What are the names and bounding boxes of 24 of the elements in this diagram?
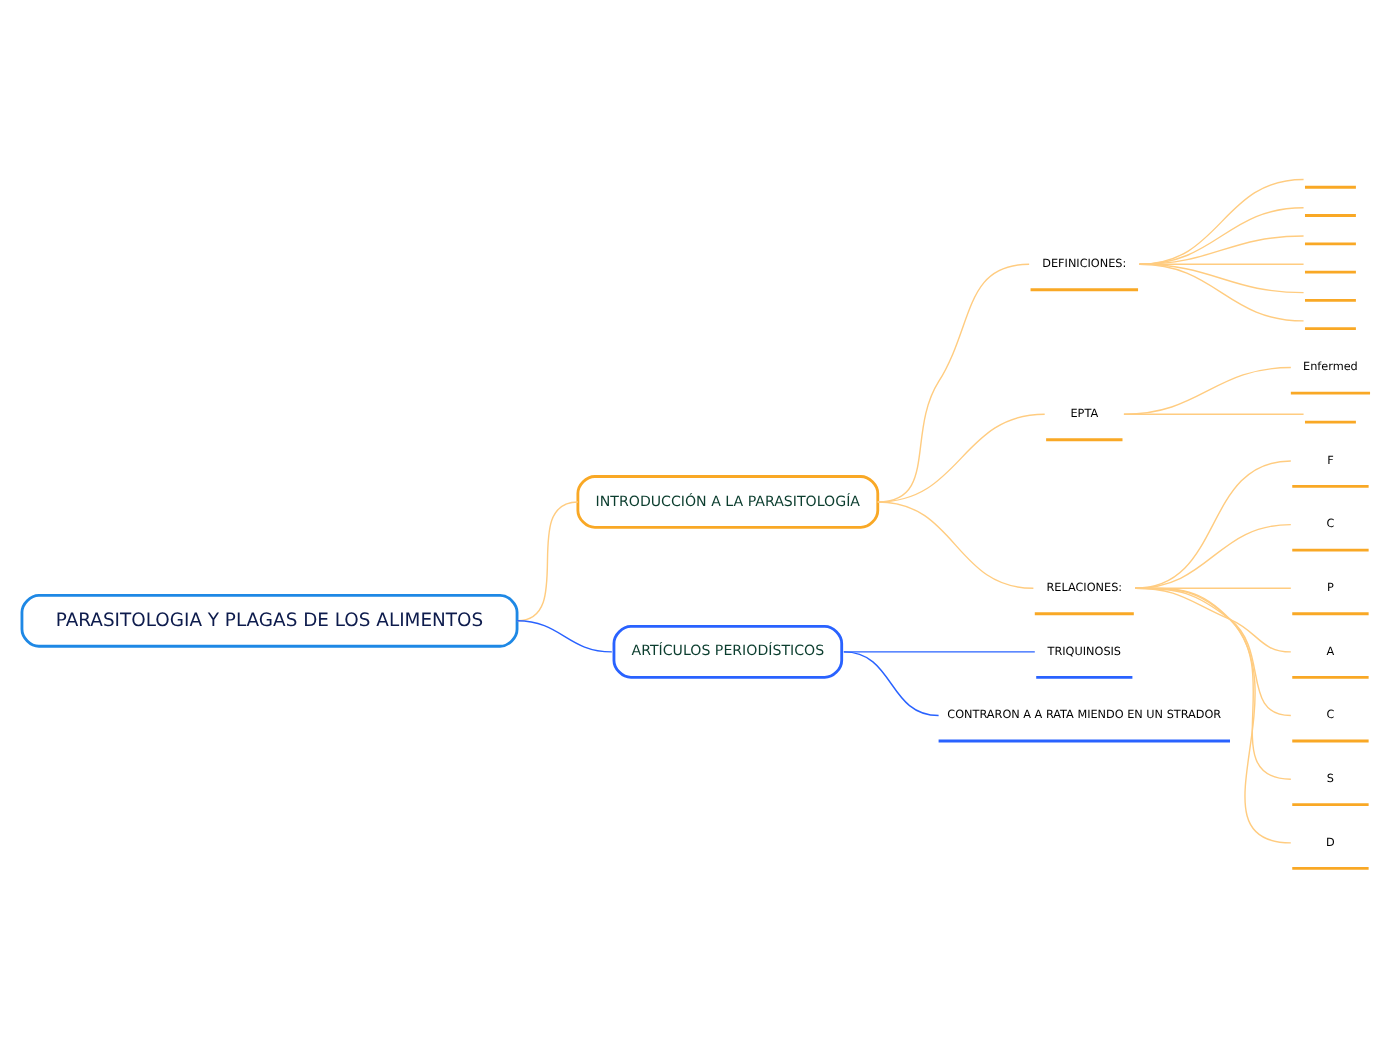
connector [1123, 413, 1305, 415]
connector [843, 651, 940, 717]
node-line [1305, 420, 1356, 424]
node-line [1305, 298, 1356, 302]
connector [877, 413, 1046, 503]
node-box: INTRODUCCIÓN A LA PARASITOLOGÍA [576, 475, 880, 529]
connector [1138, 235, 1305, 265]
node-line [1305, 242, 1356, 246]
connector [1123, 366, 1292, 415]
connector [1134, 587, 1292, 844]
connector [1134, 523, 1292, 589]
connector [843, 651, 1036, 653]
connector [516, 620, 613, 653]
node-box: ARTÍCULOS PERIODÍSTICOS [612, 625, 844, 679]
connector [1134, 460, 1292, 589]
connector [1138, 178, 1305, 265]
node-line [1305, 185, 1356, 189]
node-box: PARASITOLOGIA Y PLAGAS DE LOS ALIMENTOS [20, 593, 519, 648]
node-line [1305, 270, 1356, 274]
connector [1138, 263, 1305, 322]
node-line [1305, 327, 1356, 331]
connector [877, 501, 1035, 589]
node-line [1305, 214, 1356, 217]
connector [1138, 207, 1305, 265]
